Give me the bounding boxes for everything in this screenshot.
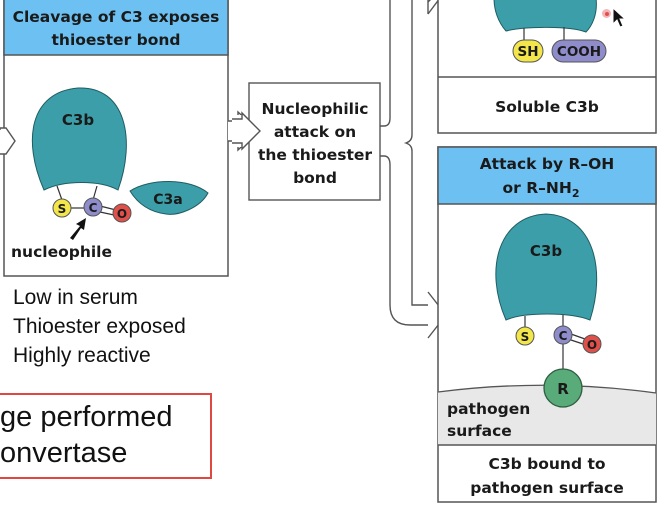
brace-line: [380, 155, 428, 326]
cooh-group: [551, 39, 607, 63]
r-group-label: R: [557, 380, 569, 398]
step-box-frame: [248, 82, 381, 201]
cleavage-panel-header: [3, 0, 229, 56]
nucleophilic-attack-step: Nucleophilic attack on the thioester bon…: [232, 82, 381, 201]
laser-pointer-dot: [602, 9, 611, 18]
c3a-protein-shape: [129, 181, 209, 215]
callout-line1: ge performed: [0, 401, 173, 433]
carbon-label: C: [559, 329, 568, 343]
brace-line: [403, 0, 428, 306]
incoming-arrow-icon: [0, 127, 16, 155]
oxygen-atom: [582, 334, 602, 354]
sulfur-label: S: [58, 202, 67, 216]
sulfur-atom: [515, 326, 535, 346]
soluble-c3b-caption: Soluble C3b: [495, 98, 599, 116]
c3b-protein-shape: [495, 213, 598, 321]
sh-label: SH: [517, 44, 538, 60]
r-group-atom: [543, 368, 583, 408]
cleavage-panel: Cleavage of C3 exposes thioester bond C3…: [0, 0, 229, 277]
step-text-line2: attack on: [274, 123, 356, 141]
convertase-callout-box: ge performed onvertase: [0, 393, 212, 479]
cooh-label: COOH: [557, 44, 601, 60]
bound-header-line1: Attack by R–OH: [480, 155, 615, 173]
nucleophile-label: nucleophile: [11, 243, 112, 261]
c3b-protein-shape: [493, 0, 597, 33]
pathogen-surface: [438, 385, 656, 445]
note-item: Low in serum: [13, 286, 138, 309]
oxygen-atom: [112, 203, 132, 223]
cleavage-header-line2: thioester bond: [52, 31, 181, 49]
bound-header-line2: or R–NH2: [503, 179, 580, 200]
sulfur-label: S: [521, 330, 530, 344]
note-item: Thioester exposed: [13, 315, 186, 338]
bond-line: [570, 333, 586, 340]
oxygen-label: O: [587, 338, 597, 352]
pathogen-surface-label-line1: pathogen: [447, 400, 530, 418]
bound-panel-header: [437, 146, 657, 205]
nucleophile-arrow-icon: [70, 218, 86, 240]
bound-caption-line1: C3b bound to: [488, 455, 605, 473]
oxygen-label: O: [117, 207, 127, 221]
cleavage-header-line1: Cleavage of C3 exposes: [13, 8, 220, 26]
note-item: Highly reactive: [13, 344, 151, 367]
carbon-atom: [553, 325, 573, 345]
step-input-arrow-icon: [232, 111, 261, 151]
bound-caption-line2: pathogen surface: [470, 479, 624, 497]
mouse-cursor-icon: [612, 6, 627, 28]
c3b-label: C3b: [530, 242, 562, 260]
c3b-label: C3b: [62, 111, 94, 129]
carbon-atom: [83, 197, 103, 217]
step-text-line3: the thioester: [258, 146, 372, 164]
carbon-label: C: [89, 201, 98, 215]
bond-line: [99, 211, 115, 216]
bound-c3b-panel: Attack by R–OH or R–NH2 C3b S C O R path…: [437, 146, 657, 503]
brace-line: [380, 0, 391, 127]
sulfur-atom: [52, 198, 72, 218]
pathogen-surface-label-line2: surface: [447, 422, 512, 440]
branch-brace: [380, 0, 431, 326]
step-text-line4: bond: [293, 169, 337, 187]
c3b-protein-shape: [31, 87, 127, 191]
bond-line: [56, 185, 63, 201]
c3b-properties-notes: Low in serum Thioester exposed Highly re…: [13, 283, 186, 370]
c3a-label: C3a: [153, 192, 182, 208]
callout-line2: onvertase: [0, 437, 128, 469]
step-text-line1: Nucleophilic: [262, 100, 369, 118]
sh-group: [512, 39, 544, 63]
bond-line: [570, 339, 584, 345]
